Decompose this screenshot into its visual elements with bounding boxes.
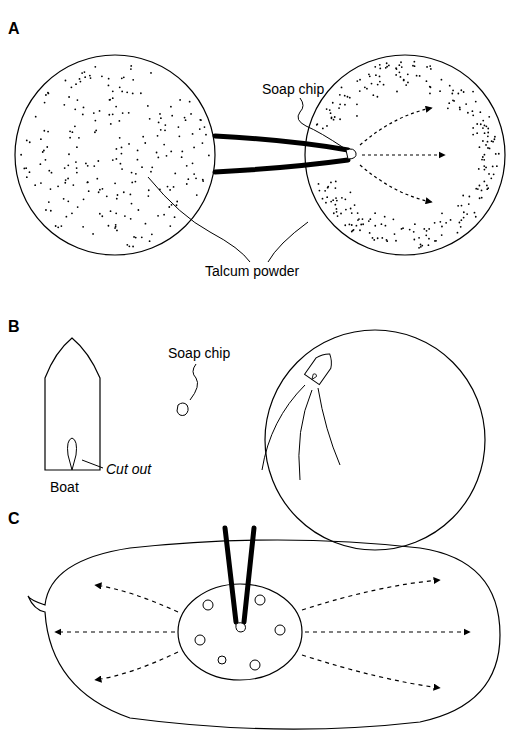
wake (262, 385, 340, 480)
cut-out (68, 438, 77, 470)
panel-letter: B (8, 318, 20, 336)
soap-chip (177, 403, 188, 416)
panel-letter: A (8, 20, 20, 38)
part-label: Boat (50, 480, 79, 495)
part-label: Cut out (106, 462, 151, 477)
part-label: Soap chip (262, 82, 324, 97)
part-label: Talcum powder (205, 264, 299, 279)
dish (178, 584, 302, 680)
leader-line (190, 364, 198, 400)
leader-line (268, 222, 308, 262)
bubbles (195, 595, 285, 670)
dish (305, 55, 505, 255)
forceps (225, 528, 236, 622)
flow-arrows (55, 580, 470, 688)
dish (15, 55, 215, 255)
part-label: Soap chip (168, 346, 230, 361)
boat (305, 349, 338, 385)
leader-line (148, 177, 250, 262)
talc-dots (20, 65, 210, 247)
flow-arrows (360, 108, 445, 202)
forceps (215, 160, 348, 172)
forceps (244, 528, 254, 622)
dish (265, 330, 485, 550)
soap-chip (346, 149, 356, 159)
cell-outline (28, 540, 500, 729)
leader-line (298, 98, 344, 148)
panel-letter: C (8, 510, 20, 528)
talc-dots (316, 61, 500, 249)
soap-chip (236, 623, 246, 632)
boat (45, 338, 100, 470)
leader-line (82, 460, 103, 468)
